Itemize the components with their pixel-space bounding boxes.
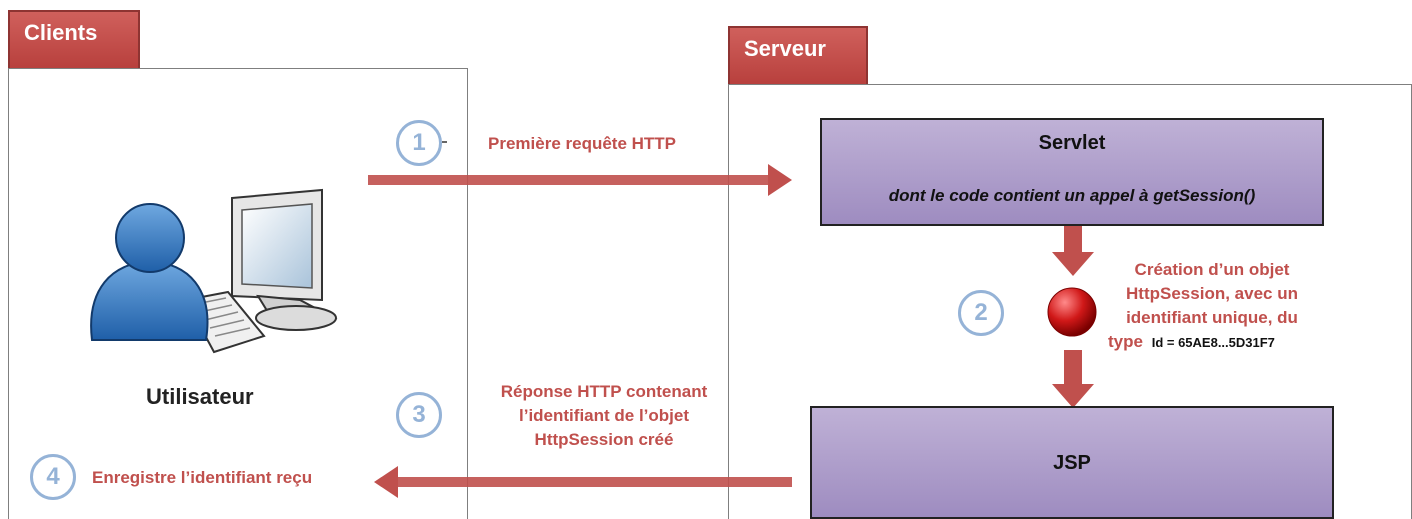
servlet-title: Servlet [1038, 132, 1106, 154]
step-3-label: Réponse HTTP contenant l’identifiant de … [470, 380, 738, 452]
servlet-subtitle: dont le code contient un appel à getSess… [888, 186, 1256, 205]
jsp-box: JSP [810, 406, 1334, 519]
step-3-badge: 3 [396, 392, 442, 438]
response-arrow [374, 466, 792, 498]
session-object-icon [1047, 287, 1097, 337]
step-2-badge: 2 [958, 290, 1004, 336]
step-4-label: Enregistre l’identifiant reçu [92, 468, 313, 487]
step-2-line-3: identifiant unique, du [1126, 308, 1298, 327]
down-arrow-servlet [1052, 226, 1094, 276]
step-4-badge: 4 [30, 454, 76, 500]
step-2-line-2: HttpSession, avec un [1126, 284, 1298, 303]
step-3-line-2: l’identifiant de l’objet [519, 406, 689, 425]
request-arrow [368, 164, 792, 196]
step-2-label: Création d’un objet HttpSession, avec un… [1104, 258, 1320, 355]
step-3-line-3: HttpSession créé [534, 430, 674, 449]
user-label: Utilisateur [146, 384, 254, 409]
step-3-line-1: Réponse HTTP contenant [500, 382, 708, 401]
servlet-box: Servlet dont le code contient un appel à… [820, 118, 1324, 226]
step-1-label: Première requête HTTP [488, 134, 677, 153]
server-tab: Serveur [728, 26, 868, 84]
step-2-type-word: type [1108, 332, 1143, 351]
step-1-badge: 1 [396, 120, 442, 166]
computer-icon [184, 188, 338, 354]
clients-tab: Clients [8, 10, 140, 68]
jsp-title: JSP [1053, 452, 1091, 474]
step-2-line-4: type Id = 65AE8...5D31F7 [1104, 330, 1320, 355]
step-2-line-1: Création d’un objet [1134, 260, 1290, 279]
user-icon [90, 203, 209, 341]
session-id: Id = 65AE8...5D31F7 [1151, 335, 1275, 350]
down-arrow-session [1052, 350, 1094, 408]
